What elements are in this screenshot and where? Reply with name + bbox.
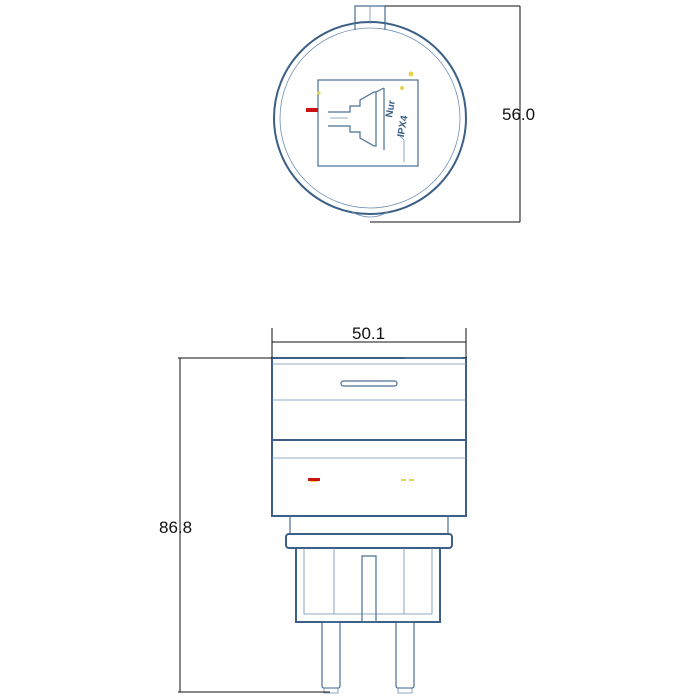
yellow-indicator-front-2 — [409, 479, 414, 481]
plug-collar — [289, 516, 449, 535]
pin-right — [395, 621, 415, 689]
housing-cap — [271, 357, 467, 441]
symbol-label-ipx4: IPX4 — [396, 114, 411, 138]
top-view-outer-ring — [273, 21, 467, 215]
yellow-dot-top-3 — [317, 91, 321, 95]
ipx4-symbol: Nur IPX4 — [317, 79, 419, 167]
cap-slot — [340, 380, 398, 387]
symbol-frame — [317, 79, 419, 167]
front-view: 50.1 86.8 — [159, 324, 467, 694]
plug-body — [295, 548, 441, 623]
symbol-label-nur: Nur — [384, 99, 398, 118]
width-label: 50.1 — [352, 324, 385, 343]
red-indicator-top — [306, 108, 318, 112]
pin-left — [321, 621, 341, 689]
plug-flange — [285, 533, 453, 549]
red-indicator-front — [308, 478, 320, 481]
yellow-dot-top-1 — [408, 71, 414, 77]
yellow-indicator-front-1 — [401, 479, 406, 481]
diameter-label: 56.0 — [502, 105, 535, 124]
housing-body — [271, 440, 467, 517]
top-view: Nur IPX4 56.0 — [273, 5, 535, 223]
yellow-dot-top-2 — [400, 86, 404, 90]
top-view-bottom-nub — [351, 211, 389, 218]
red-indicator-front-shadow — [310, 481, 318, 482]
plug-center-rib — [361, 555, 377, 623]
plug-glyph — [328, 91, 377, 147]
height-label: 86.8 — [159, 518, 192, 537]
top-view-inner-ring — [279, 27, 461, 209]
